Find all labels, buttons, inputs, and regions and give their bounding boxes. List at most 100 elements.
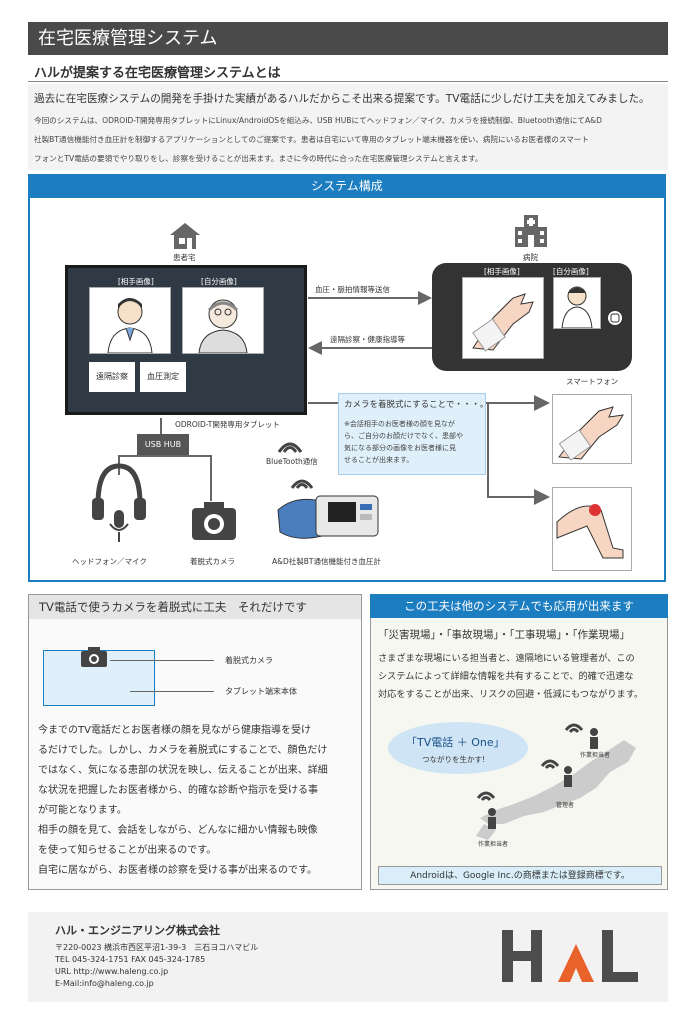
company-address: 〒220-0023 横浜市西区平沼1-39-3 三石ヨコハマビル	[55, 943, 259, 952]
bubble-subtitle: つながりを生かす!	[422, 755, 486, 764]
phone-self-image-label: [自分画像]	[553, 267, 589, 276]
house-icon	[170, 223, 200, 249]
worker-label-top: 作業担当者	[580, 752, 611, 759]
injured-knee-icon	[556, 504, 624, 559]
section-subtitle: ハルが提案する在宅医療管理システムとは	[34, 66, 281, 81]
divider	[28, 81, 668, 82]
paragraph-line: 自宅に居ながら、お医者様の診察を受ける事が出来るのです。	[38, 865, 317, 876]
company-url[interactable]: URL http://www.haleng.co.jp	[55, 967, 169, 976]
receive-arrow-label: 遠隔診察・健康指導等	[330, 335, 405, 344]
system-diagram-heading: システム構成	[28, 174, 666, 198]
hospital-icon	[515, 215, 547, 247]
japan-map-illustration	[388, 722, 636, 840]
bandaged-hand-icon	[558, 406, 624, 461]
intro-line: フォンとTV電話の要領でやり取りをし、診察を受けることが出来ます。まさに今の時代…	[34, 154, 483, 163]
hospital-label: 病院	[523, 253, 538, 262]
paragraph-line: 今までのTV電話だとお医者様の顔を見ながら健康指導を受け	[38, 725, 311, 736]
bp-measure-button[interactable]: 血圧測定	[140, 362, 186, 392]
intro-panel	[28, 84, 668, 170]
tablet-partner-image-label: [相手画像]	[118, 277, 154, 286]
footer-panel	[28, 912, 668, 1002]
phone-doctor-image	[553, 277, 601, 329]
camera-idea-panel	[28, 594, 362, 890]
company-name: ハル・エンジニアリング株式会社	[55, 924, 220, 937]
paragraph-line: さまざまな現場にいる担当者と、遠隔地にいる管理者が、この	[378, 653, 635, 664]
paragraph-line: が可能となります。	[38, 805, 127, 816]
company-contact: 〒220-0023 横浜市西区平沼1-39-3 三石ヨコハマビル TEL 045…	[55, 942, 258, 990]
leader-line	[130, 691, 214, 692]
callout-panel	[338, 393, 486, 475]
paragraph-line: ではなく、気になる患部の状況を映し、伝えることが出来、詳細	[38, 765, 328, 776]
callout-note-line: 気になる部分の画像をお医者様に見	[344, 444, 456, 452]
intro-line: 今回のシステムは、ODROID-T開発専用タブレットにLinux/Android…	[34, 116, 602, 125]
right-arrow-icon	[534, 395, 550, 411]
camera-icon	[192, 502, 236, 540]
bluetooth-wave-icon	[277, 442, 303, 453]
doctor-avatar-icon	[561, 286, 593, 329]
camera-part-label: 着脱式カメラ	[225, 656, 273, 665]
paragraph-line: 相手の顔を見て、会話をしながら、どんなに細かい情報も映像	[38, 825, 318, 836]
trademark-notice: Androidは、Google Inc.の商標または登録商標です。	[378, 866, 662, 885]
left-arrow-icon	[308, 341, 432, 355]
bluetooth-label: BlueTooth通信	[266, 457, 318, 466]
camera-icon	[81, 647, 107, 667]
application-text: さまざまな現場にいる担当者と、遠隔地にいる管理者が、この システムによって詳細な…	[378, 650, 666, 704]
paragraph-line: を使って知らせることが出来るのです。	[38, 845, 217, 856]
paragraph-line: 対応をすることが出来、リスクの回避・低減にもつながります。	[378, 689, 644, 700]
manager-label: 管理者	[556, 802, 575, 809]
paragraph-line: るだけでした。しかし、カメラを着脱式にすることで、顔色だけ	[38, 745, 328, 756]
elderly-patient-icon	[198, 299, 248, 354]
company-phone: TEL 045-324-1751 FAX 045-324-1785	[55, 955, 206, 964]
doctor-avatar-icon	[107, 298, 153, 354]
camera-idea-heading: TV電話で使うカメラを着脱式に工夫 それだけです	[29, 595, 361, 619]
headphone-icon	[92, 463, 146, 542]
send-arrow-label: 血圧・脈拍情報等送信	[315, 285, 390, 294]
leader-line	[110, 660, 214, 661]
intro-lead: 過去に在宅医療システムの開発を手掛けた実績があるハルだからこそ出来る提案です。T…	[34, 93, 650, 105]
branch-line	[487, 496, 536, 498]
camera-label: 着脱式カメラ	[190, 557, 235, 566]
connector-line	[118, 455, 212, 457]
usb-hub-box: USB HUB	[137, 434, 189, 456]
branch-line	[487, 402, 489, 498]
headphone-label: ヘッドフォン／マイク	[72, 557, 147, 566]
camera-idea-text: 今までのTV電話だとお医者様の顔を見ながら健康指導を受け るだけでした。しかし、…	[38, 721, 358, 881]
callout-note-line: ら、ご自分のお顔だけでなく、患部や	[344, 432, 463, 440]
hal-logo	[502, 930, 638, 982]
hand-image	[462, 277, 544, 359]
callout-note: ※会話相手のお医者様の顔を見なが ら、ご自分のお顔だけでなく、患部や 気になる部…	[344, 418, 463, 466]
company-email[interactable]: E-Mail:info@haleng.co.jp	[55, 979, 154, 988]
intro-line: 社製BT通信機能付き血圧計を制御するアプリケーションとしてのご提案です。患者は自…	[34, 135, 589, 144]
bubble-title: 「TV電話 ＋ One」	[406, 736, 505, 749]
wound-hand-image	[552, 394, 632, 464]
blood-pressure-meter-icon	[277, 495, 379, 539]
paragraph-line: システムによって詳細な情報を共有することで、的確で迅速な	[378, 671, 634, 682]
connector-line	[210, 455, 212, 501]
tablet-label: ODROID-T開発専用タブレット	[175, 420, 280, 429]
bp-meter-label: A&D社製BT通信機能付き血圧計	[272, 557, 381, 566]
tablet-part-label: タブレット端末本体	[225, 687, 297, 696]
intro-description: 今回のシステムは、ODROID-T開発専用タブレットにLinux/Android…	[34, 111, 664, 168]
smartphone-label: スマートフォン	[566, 377, 619, 386]
sites-list: 「災害現場」・「事故現場」・「工事現場」・「作業現場」	[378, 629, 630, 641]
remote-exam-button[interactable]: 遠隔診察	[89, 362, 135, 392]
worker-label-bottom: 作業担当者	[478, 841, 509, 848]
bandaged-hand-icon	[472, 293, 534, 352]
callout-title: カメラを着脱式にすることで・・・。	[344, 400, 489, 410]
patient-home-label: 患者宅	[173, 253, 196, 262]
application-heading: この工夫は他のシステムでも応用が出来ます	[370, 594, 668, 618]
patient-image	[182, 287, 264, 354]
tablet-self-image-label: [自分画像]	[201, 277, 237, 286]
doctor-image	[89, 287, 171, 354]
wound-knee-image	[552, 487, 632, 571]
right-arrow-icon	[308, 291, 432, 305]
page-title: 在宅医療管理システム	[28, 22, 668, 55]
paragraph-line: な状況を把握したお医者様から、的確な診断や指示を受ける事	[38, 785, 318, 796]
callout-note-line: せることが出来ます。	[344, 456, 414, 464]
right-arrow-icon	[534, 489, 550, 505]
connector-line	[160, 418, 162, 434]
phone-home-button-icon	[608, 311, 622, 325]
wireless-icon	[290, 479, 314, 489]
callout-note-line: ※会話相手のお医者様の顔を見なが	[344, 420, 455, 428]
phone-partner-image-label: [相手画像]	[484, 267, 520, 276]
